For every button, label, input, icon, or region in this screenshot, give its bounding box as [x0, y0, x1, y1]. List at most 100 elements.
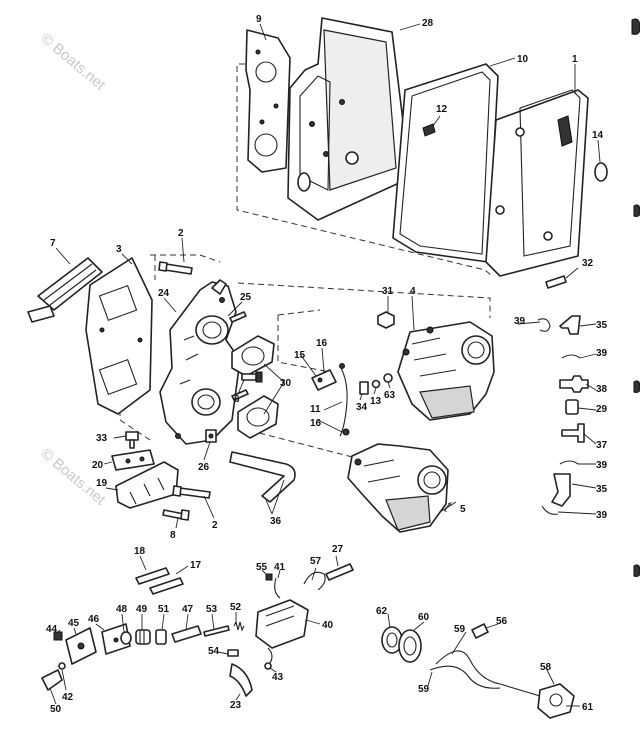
callout-40: 40 — [322, 620, 334, 631]
connector-56 — [471, 623, 489, 639]
assembly-line-mid — [237, 282, 491, 318]
callout-25: 25 — [240, 292, 252, 303]
callout-2-lower: 2 — [212, 520, 218, 531]
plate-20 — [111, 449, 155, 471]
callout-26: 26 — [198, 462, 210, 473]
callout-15: 15 — [294, 350, 306, 361]
callout-labels: 9 28 10 1 12 14 2 7 3 32 31 4 24 25 39 3… — [46, 14, 608, 715]
callout-59-top: 59 — [454, 624, 466, 635]
plug-63 — [383, 373, 393, 383]
clamp-39-d — [541, 505, 559, 515]
callout-32: 32 — [582, 258, 594, 269]
intake-manifold-24 — [159, 279, 241, 445]
callout-13: 13 — [370, 396, 382, 407]
cover-housing — [287, 17, 411, 221]
screw-6 — [241, 371, 263, 383]
outer-cover — [485, 89, 589, 277]
callout-41: 41 — [274, 562, 286, 573]
solenoid-40 — [255, 599, 309, 649]
clamp-39-a — [537, 318, 551, 332]
callout-36: 36 — [270, 516, 282, 527]
gasket-10 — [392, 63, 499, 263]
callout-30: 30 — [280, 378, 292, 389]
washer-13 — [371, 379, 381, 389]
callout-44: 44 — [46, 624, 58, 635]
spring-52 — [233, 620, 245, 632]
fitting-26 — [205, 429, 217, 443]
hose-36 — [229, 451, 296, 503]
callout-17: 17 — [190, 560, 202, 571]
callout-31: 31 — [382, 286, 394, 297]
assembly-line-top — [236, 63, 493, 277]
callout-3: 3 — [116, 244, 122, 255]
clip-23 — [229, 663, 253, 697]
page-edge-mark-3 — [633, 380, 640, 393]
screw-34 — [359, 381, 369, 395]
part-51 — [155, 629, 167, 645]
carburetor-5 — [347, 443, 449, 533]
callout-59-bottom: 59 — [418, 684, 430, 695]
callout-23: 23 — [230, 700, 242, 711]
callout-10: 10 — [517, 54, 529, 65]
page-edge-mark-4 — [633, 564, 640, 577]
sleeve-47 — [171, 625, 202, 643]
page-edge-mark-2 — [633, 204, 640, 217]
callout-28: 28 — [422, 18, 434, 29]
washer-42 — [58, 662, 66, 670]
callout-43: 43 — [272, 672, 284, 683]
callout-19: 19 — [96, 478, 108, 489]
callout-34: 34 — [356, 402, 368, 413]
callout-47: 47 — [182, 604, 194, 615]
callout-38: 38 — [596, 384, 608, 395]
screw-54 — [227, 649, 239, 657]
assembly-line-carb — [277, 309, 331, 373]
fitting-29 — [565, 399, 579, 415]
callout-52: 52 — [230, 602, 242, 613]
clamp-39-c — [559, 460, 579, 465]
screw-32 — [545, 267, 579, 289]
clip-15 — [311, 369, 337, 391]
wire-43 — [264, 647, 273, 670]
pin-27 — [325, 563, 354, 581]
callout-57: 57 — [310, 556, 322, 567]
callout-35-top: 35 — [596, 320, 608, 331]
page-edge-mark-1 — [631, 18, 640, 35]
callout-63: 63 — [384, 390, 396, 401]
fitting-38 — [559, 375, 589, 393]
callout-39-d: 39 — [596, 510, 608, 521]
spring-49 — [135, 629, 151, 645]
callout-54: 54 — [208, 646, 220, 657]
plug-14 — [594, 162, 608, 182]
callout-9: 9 — [256, 14, 262, 25]
wire-41 — [274, 577, 281, 599]
hose-35-top — [559, 315, 581, 335]
callout-46: 46 — [88, 614, 100, 625]
washer-48 — [120, 631, 132, 645]
gaskets-30 — [231, 335, 279, 439]
callout-62: 62 — [376, 606, 388, 617]
pins-18-17 — [135, 567, 184, 595]
callout-49: 49 — [136, 604, 148, 615]
pin-53 — [203, 625, 230, 637]
tee-37 — [561, 423, 585, 443]
callout-12: 12 — [436, 104, 448, 115]
nut-31 — [377, 311, 395, 329]
callout-29: 29 — [596, 404, 608, 415]
callout-16-top: 16 — [316, 338, 328, 349]
callout-56: 56 — [496, 616, 508, 627]
callout-27: 27 — [332, 544, 344, 555]
cap-50 — [41, 669, 63, 691]
leader-lines — [49, 23, 601, 707]
callout-53: 53 — [206, 604, 218, 615]
callout-45: 45 — [68, 618, 80, 629]
assembly-line-upper — [150, 254, 221, 280]
seal-60 — [398, 629, 422, 663]
screw-33 — [125, 431, 139, 449]
callout-11: 11 — [310, 404, 321, 415]
callout-51: 51 — [158, 604, 170, 615]
callout-42: 42 — [62, 692, 74, 703]
callout-39-b: 39 — [596, 348, 608, 359]
callout-48: 48 — [116, 604, 128, 615]
studs-25 — [229, 311, 249, 401]
